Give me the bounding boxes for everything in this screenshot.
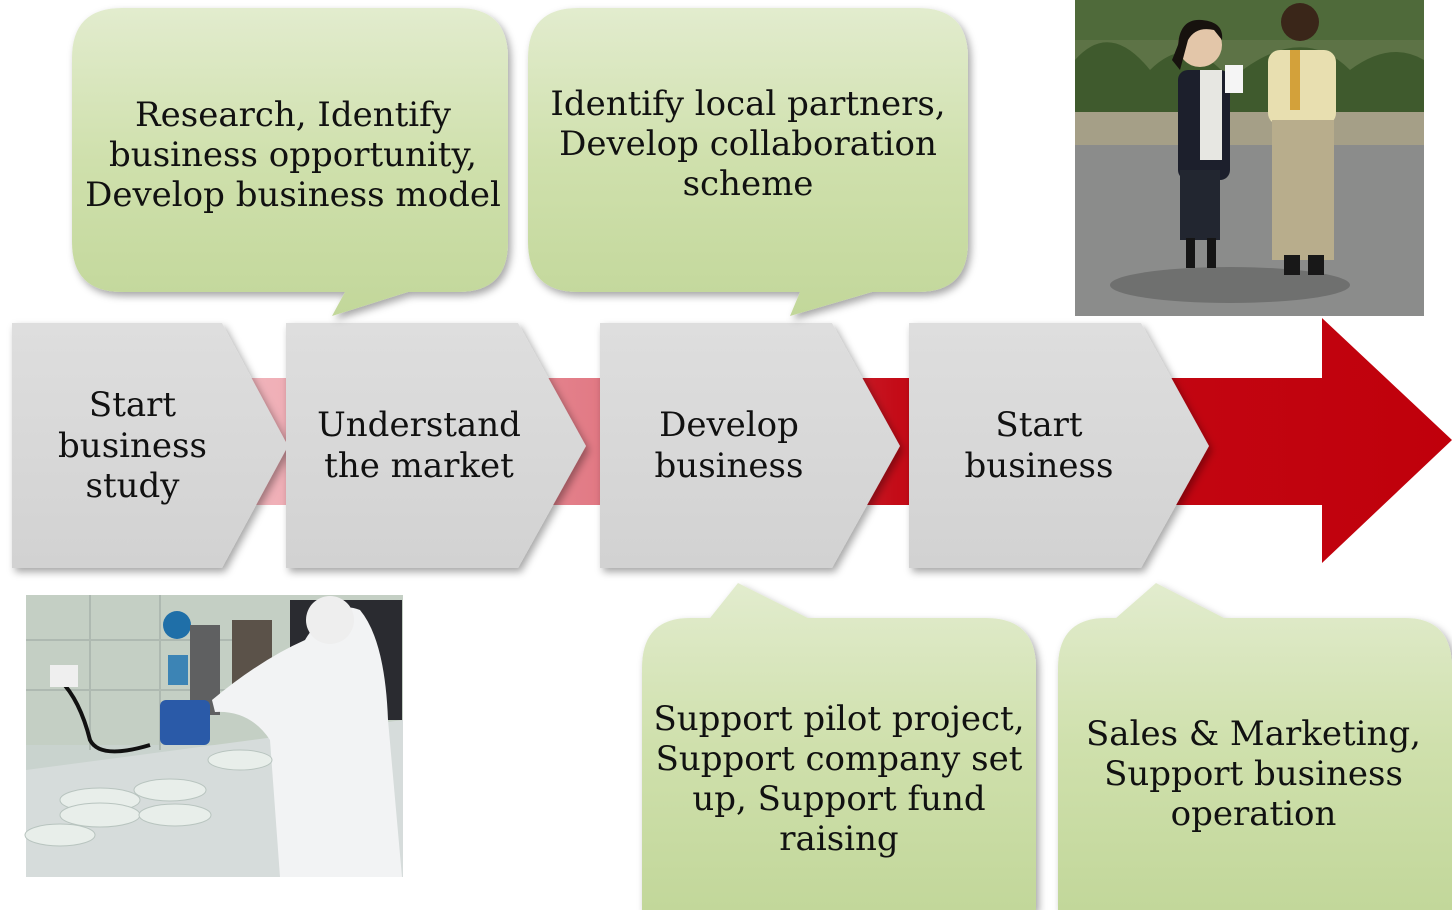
callout-text-sales: Sales & Marketing, Support business oper… [1086, 714, 1421, 834]
step-label-start-business-study: Start business study [58, 384, 207, 507]
photo-meeting [1075, 0, 1424, 316]
callout-text-research: Research, Identify business opportunity,… [85, 95, 501, 215]
callout-sales [1058, 583, 1452, 910]
callout-text-partners: Identify local partners, Develop collabo… [550, 84, 946, 204]
step-label-start-business: Start business [964, 405, 1114, 486]
callout-text-pilot: Support pilot project, Support company s… [653, 699, 1025, 859]
step-start-business-study [12, 323, 288, 568]
step-develop-business [600, 323, 900, 568]
step-label-develop-business: Develop business [654, 405, 804, 486]
step-understand-market [286, 323, 586, 568]
step-start-business [909, 323, 1209, 568]
step-label-understand-market: Understand the market [317, 405, 521, 486]
callout-partners [528, 8, 968, 316]
callout-pilot [642, 583, 1036, 910]
photo-lab [24, 595, 403, 877]
callout-research [72, 8, 508, 316]
